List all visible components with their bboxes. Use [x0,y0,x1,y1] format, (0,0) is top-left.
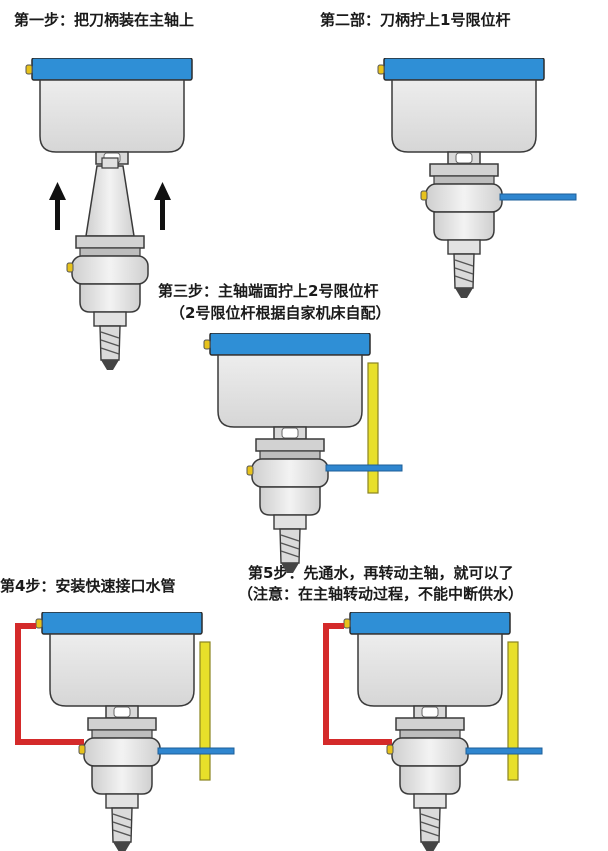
step4-caption: 第4步：安装快速接口水管 [0,577,176,595]
step1-caption: 第一步：把刀柄装在主轴上 [14,11,195,29]
step5-caption: 第5步：先通水，再转动主轴，就可以了 [248,564,514,582]
spindle-head [343,612,511,719]
step5-diagram [318,612,548,851]
rod-1-blue [157,747,235,755]
rod-2-yellow [367,362,379,494]
spindle-head [377,58,545,165]
up-arrow-icon [154,182,171,230]
tool-holder [66,235,149,371]
taper-shank [85,165,135,237]
step3-note: （2号限位杆根据自家机床自配） [170,304,391,322]
rod-1-blue [465,747,543,755]
rod-2-yellow [199,641,211,781]
tool-holder [78,717,161,851]
step3-caption: 第三步：主轴端面拧上2号限位杆 [158,282,379,300]
rod-2-yellow [507,641,519,781]
step1-diagram [10,58,200,388]
step5-note: （注意：在主轴转动过程，不能中断供水） [238,585,524,603]
spindle-head [25,58,193,165]
tool-holder [246,438,329,573]
rod-1-blue [499,193,577,201]
step2-caption: 第二部：刀柄拧上1号限位杆 [320,11,511,29]
tool-holder [386,717,469,851]
up-arrow-icon [49,182,66,230]
tool-holder [420,163,503,298]
water-pipe-red [323,623,392,745]
step2-diagram [368,58,588,298]
rod-1-blue [325,464,403,472]
step3-diagram [198,333,418,573]
water-pipe-red [15,623,84,745]
pull-stud [101,157,119,169]
spindle-head [203,333,371,440]
step4-diagram [10,612,240,851]
spindle-head [35,612,203,719]
